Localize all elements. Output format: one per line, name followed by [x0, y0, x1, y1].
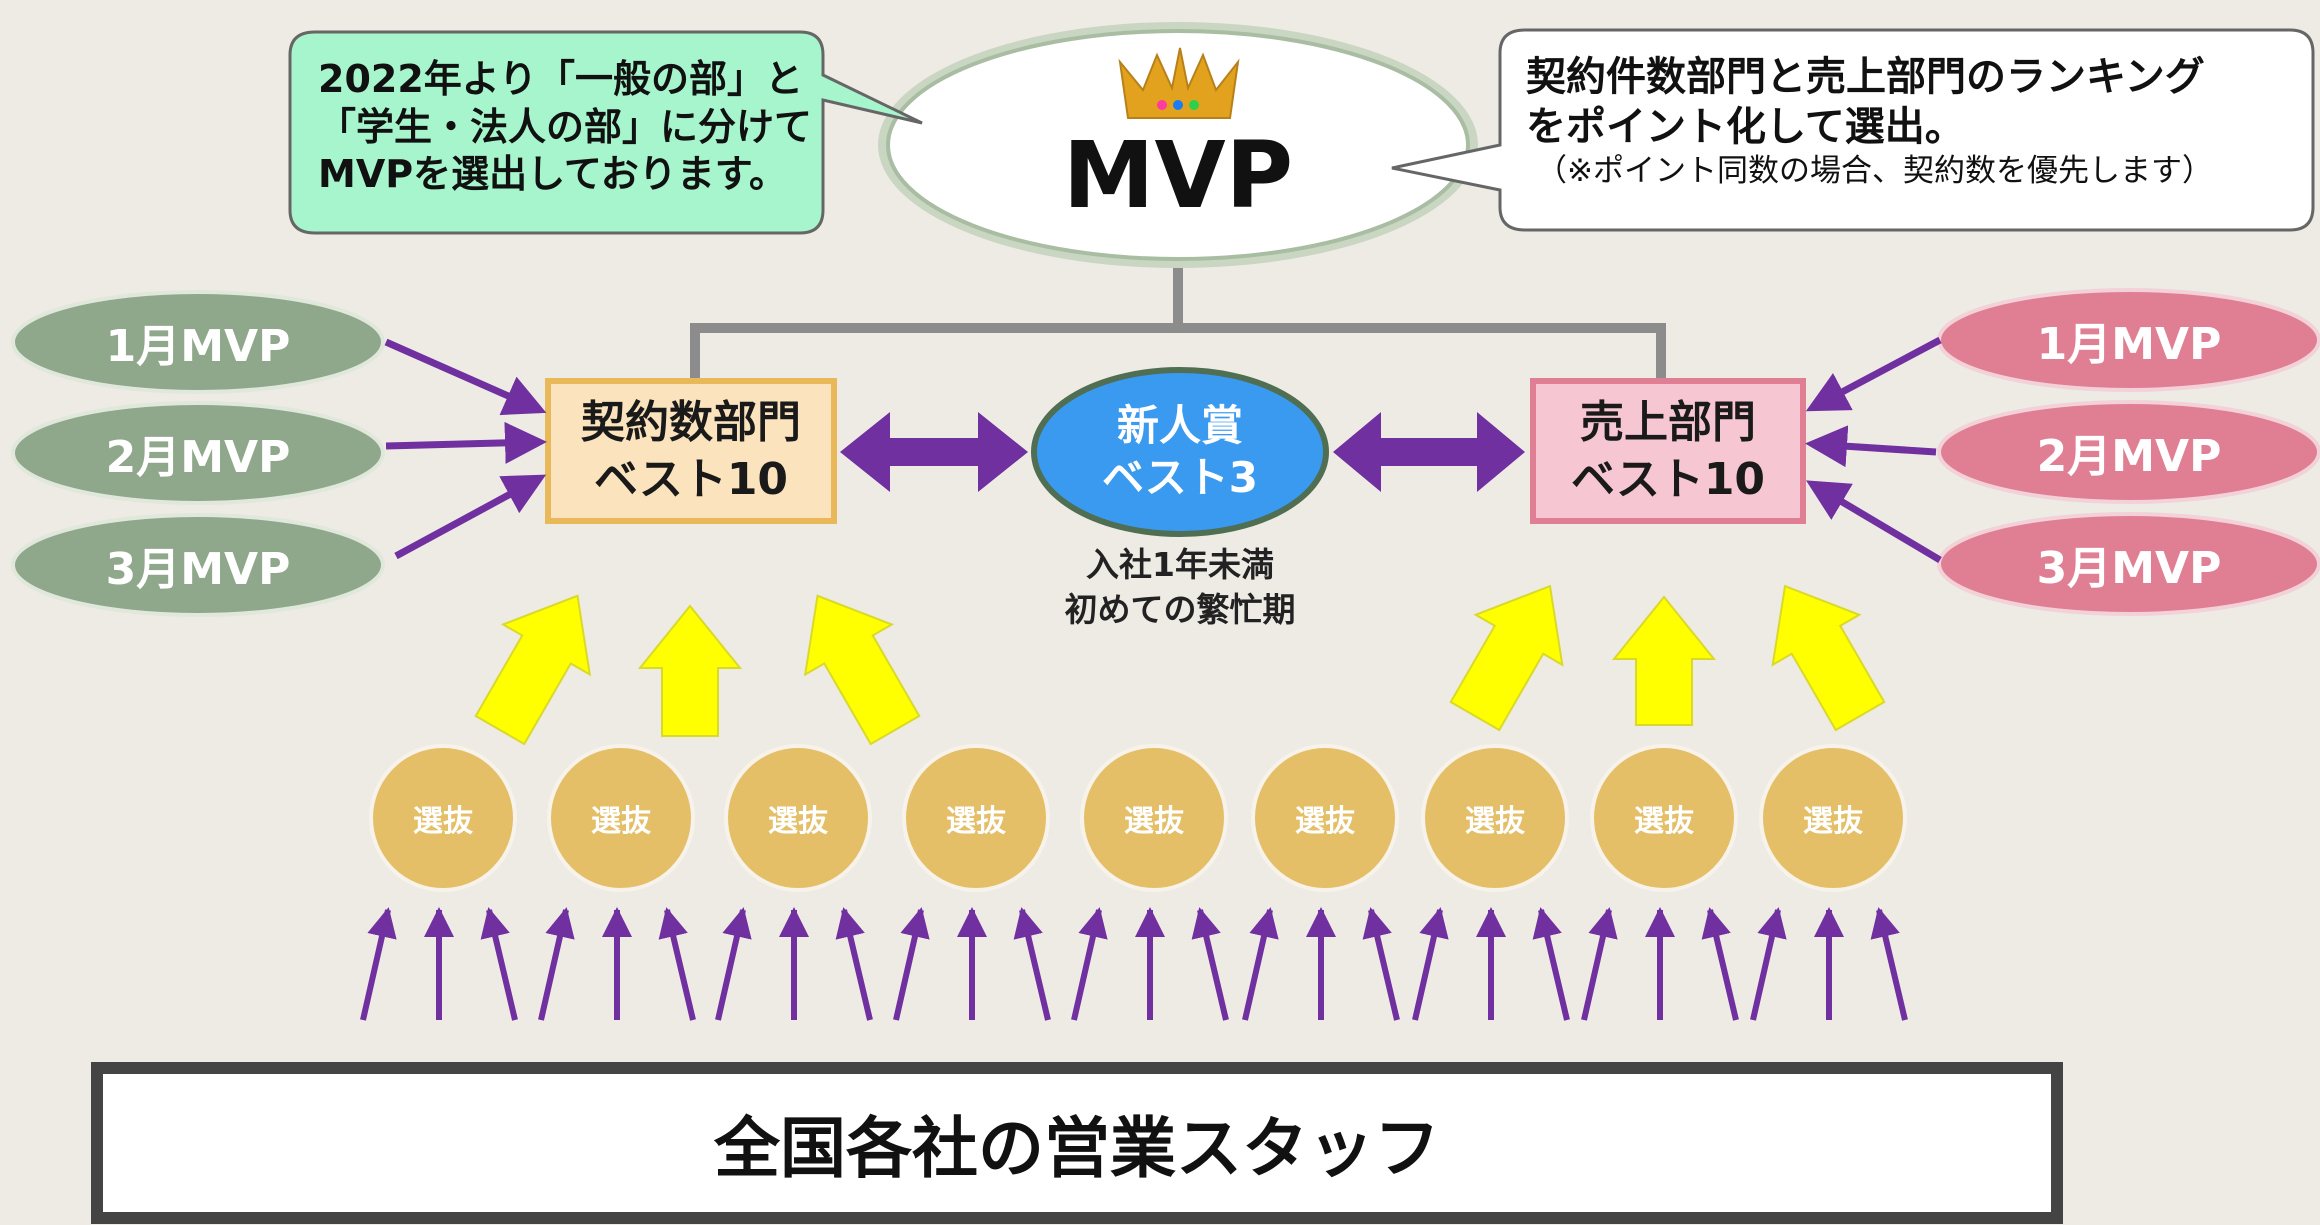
- crown-icon: [1118, 47, 1240, 119]
- staff-arrow: [1870, 907, 1908, 1021]
- select-circles: [369, 744, 1907, 892]
- callout-left-line-2: 「学生・法人の部」に分けて: [318, 104, 813, 149]
- callout-right-line-2: をポイント化して選出。: [1526, 104, 1965, 150]
- select-label: 選抜: [768, 804, 828, 839]
- rookie-text: 新人賞 ベスト3: [1040, 390, 1320, 514]
- staff-arrow: [480, 907, 518, 1021]
- right-month-2: 2月MVP: [2036, 431, 2222, 482]
- select-circle: [1590, 744, 1738, 892]
- rookie-note-line-2: 初めての繁忙期: [1064, 590, 1296, 629]
- select-circle: [724, 744, 872, 892]
- select-circle: [1421, 744, 1569, 892]
- sales-box-line-2: ベスト10: [1570, 454, 1766, 505]
- staff-arrow: [893, 907, 930, 1021]
- mvp-ellipse: [878, 22, 1478, 268]
- callout-left-shape: [288, 30, 923, 235]
- select-circle: [1759, 744, 1907, 892]
- rookie-ellipse-shape: [1031, 367, 1329, 537]
- select-circle: [547, 744, 695, 892]
- sales-box-text: 売上部門 ベスト10: [1533, 385, 1803, 517]
- contract-box-line-1: 契約数部門: [581, 396, 801, 448]
- left-month-1: 1月MVP: [105, 321, 291, 372]
- month-arrows: [384, 336, 1942, 564]
- select-label: 選抜: [1295, 804, 1355, 839]
- yellow-arrow: [474, 594, 592, 746]
- staff-arrow: [715, 907, 752, 1021]
- select-label: 選抜: [1803, 804, 1863, 839]
- staff-arrow: [1701, 907, 1739, 1021]
- left-month-2: 2月MVP: [105, 432, 291, 483]
- callout-right-note: （※ポイント同数の場合、契約数を優先します）: [1536, 153, 2213, 189]
- staff-arrow: [658, 907, 696, 1021]
- sales-box-line-1: 売上部門: [1580, 396, 1756, 448]
- callout-left-text: 2022年より「一般の部」と 「学生・法人の部」に分けて MVPを選出しておりま…: [318, 56, 812, 199]
- staff-arrow: [360, 907, 397, 1021]
- staff-arrow: [1412, 907, 1449, 1021]
- select-label: 選抜: [591, 804, 651, 839]
- yellow-arrows: [474, 584, 1886, 746]
- staff-arrow: [835, 907, 873, 1021]
- callout-left-line-3: MVPを選出しております。: [318, 152, 787, 196]
- connector-lines: [690, 262, 1666, 378]
- staff-arrow: [1013, 907, 1051, 1021]
- yellow-arrow: [1611, 595, 1717, 726]
- select-circle: [1251, 744, 1399, 892]
- bottom-title: 全国各社の営業スタッフ: [714, 1110, 1440, 1187]
- staff-arrow: [538, 907, 575, 1021]
- yellow-arrow: [637, 604, 743, 737]
- right-month-ellipses: [1937, 288, 2320, 616]
- staff-arrows: [360, 907, 1908, 1021]
- callout-left-line-1: 2022年より「一般の部」と: [318, 57, 804, 101]
- double-arrows: [840, 412, 1525, 492]
- select-circle: [369, 744, 517, 892]
- select-label: 選抜: [413, 804, 473, 839]
- contract-box-text: 契約数部門 ベスト10: [548, 385, 834, 517]
- bottom-box-shape: [91, 1062, 2063, 1224]
- staff-arrow: [1362, 907, 1400, 1021]
- callout-right-text: 契約件数部門と売上部門のランキング をポイント化して選出。 （※ポイント同数の場…: [1526, 52, 2213, 191]
- staff-arrow: [1071, 907, 1108, 1021]
- select-label: 選抜: [1124, 804, 1184, 839]
- staff-arrow: [1242, 907, 1279, 1021]
- rookie-note-line-1: 入社1年未満: [1086, 545, 1274, 585]
- staff-arrow: [1581, 907, 1618, 1021]
- staff-arrow: [1750, 907, 1787, 1021]
- callout-right-shape: [1391, 28, 2315, 232]
- select-circle: [1080, 744, 1228, 892]
- left-month-ellipses: [11, 290, 385, 617]
- staff-arrow: [1191, 907, 1229, 1021]
- staff-arrow: [1532, 907, 1570, 1021]
- right-month-1: 1月MVP: [2036, 319, 2222, 370]
- rookie-note: 入社1年未満 初めての繁忙期: [1020, 540, 1340, 636]
- mvp-title: MVP: [1062, 121, 1294, 229]
- select-circle: [902, 744, 1050, 892]
- select-label: 選抜: [1634, 804, 1694, 839]
- select-label: 選抜: [946, 804, 1006, 839]
- sales-box-shape: [1530, 378, 1806, 524]
- yellow-arrow: [803, 594, 921, 746]
- left-month-3: 3月MVP: [105, 544, 291, 595]
- right-month-3: 3月MVP: [2036, 543, 2222, 594]
- callout-right-line-1: 契約件数部門と売上部門のランキング: [1526, 54, 2205, 100]
- yellow-arrow: [1771, 584, 1886, 732]
- select-label: 選抜: [1465, 804, 1525, 839]
- rookie-line-1: 新人賞: [1116, 400, 1243, 450]
- contract-box-line-2: ベスト10: [593, 454, 789, 505]
- rookie-line-2: ベスト3: [1101, 453, 1259, 502]
- contract-box-shape: [545, 378, 837, 524]
- yellow-arrow: [1449, 584, 1564, 732]
